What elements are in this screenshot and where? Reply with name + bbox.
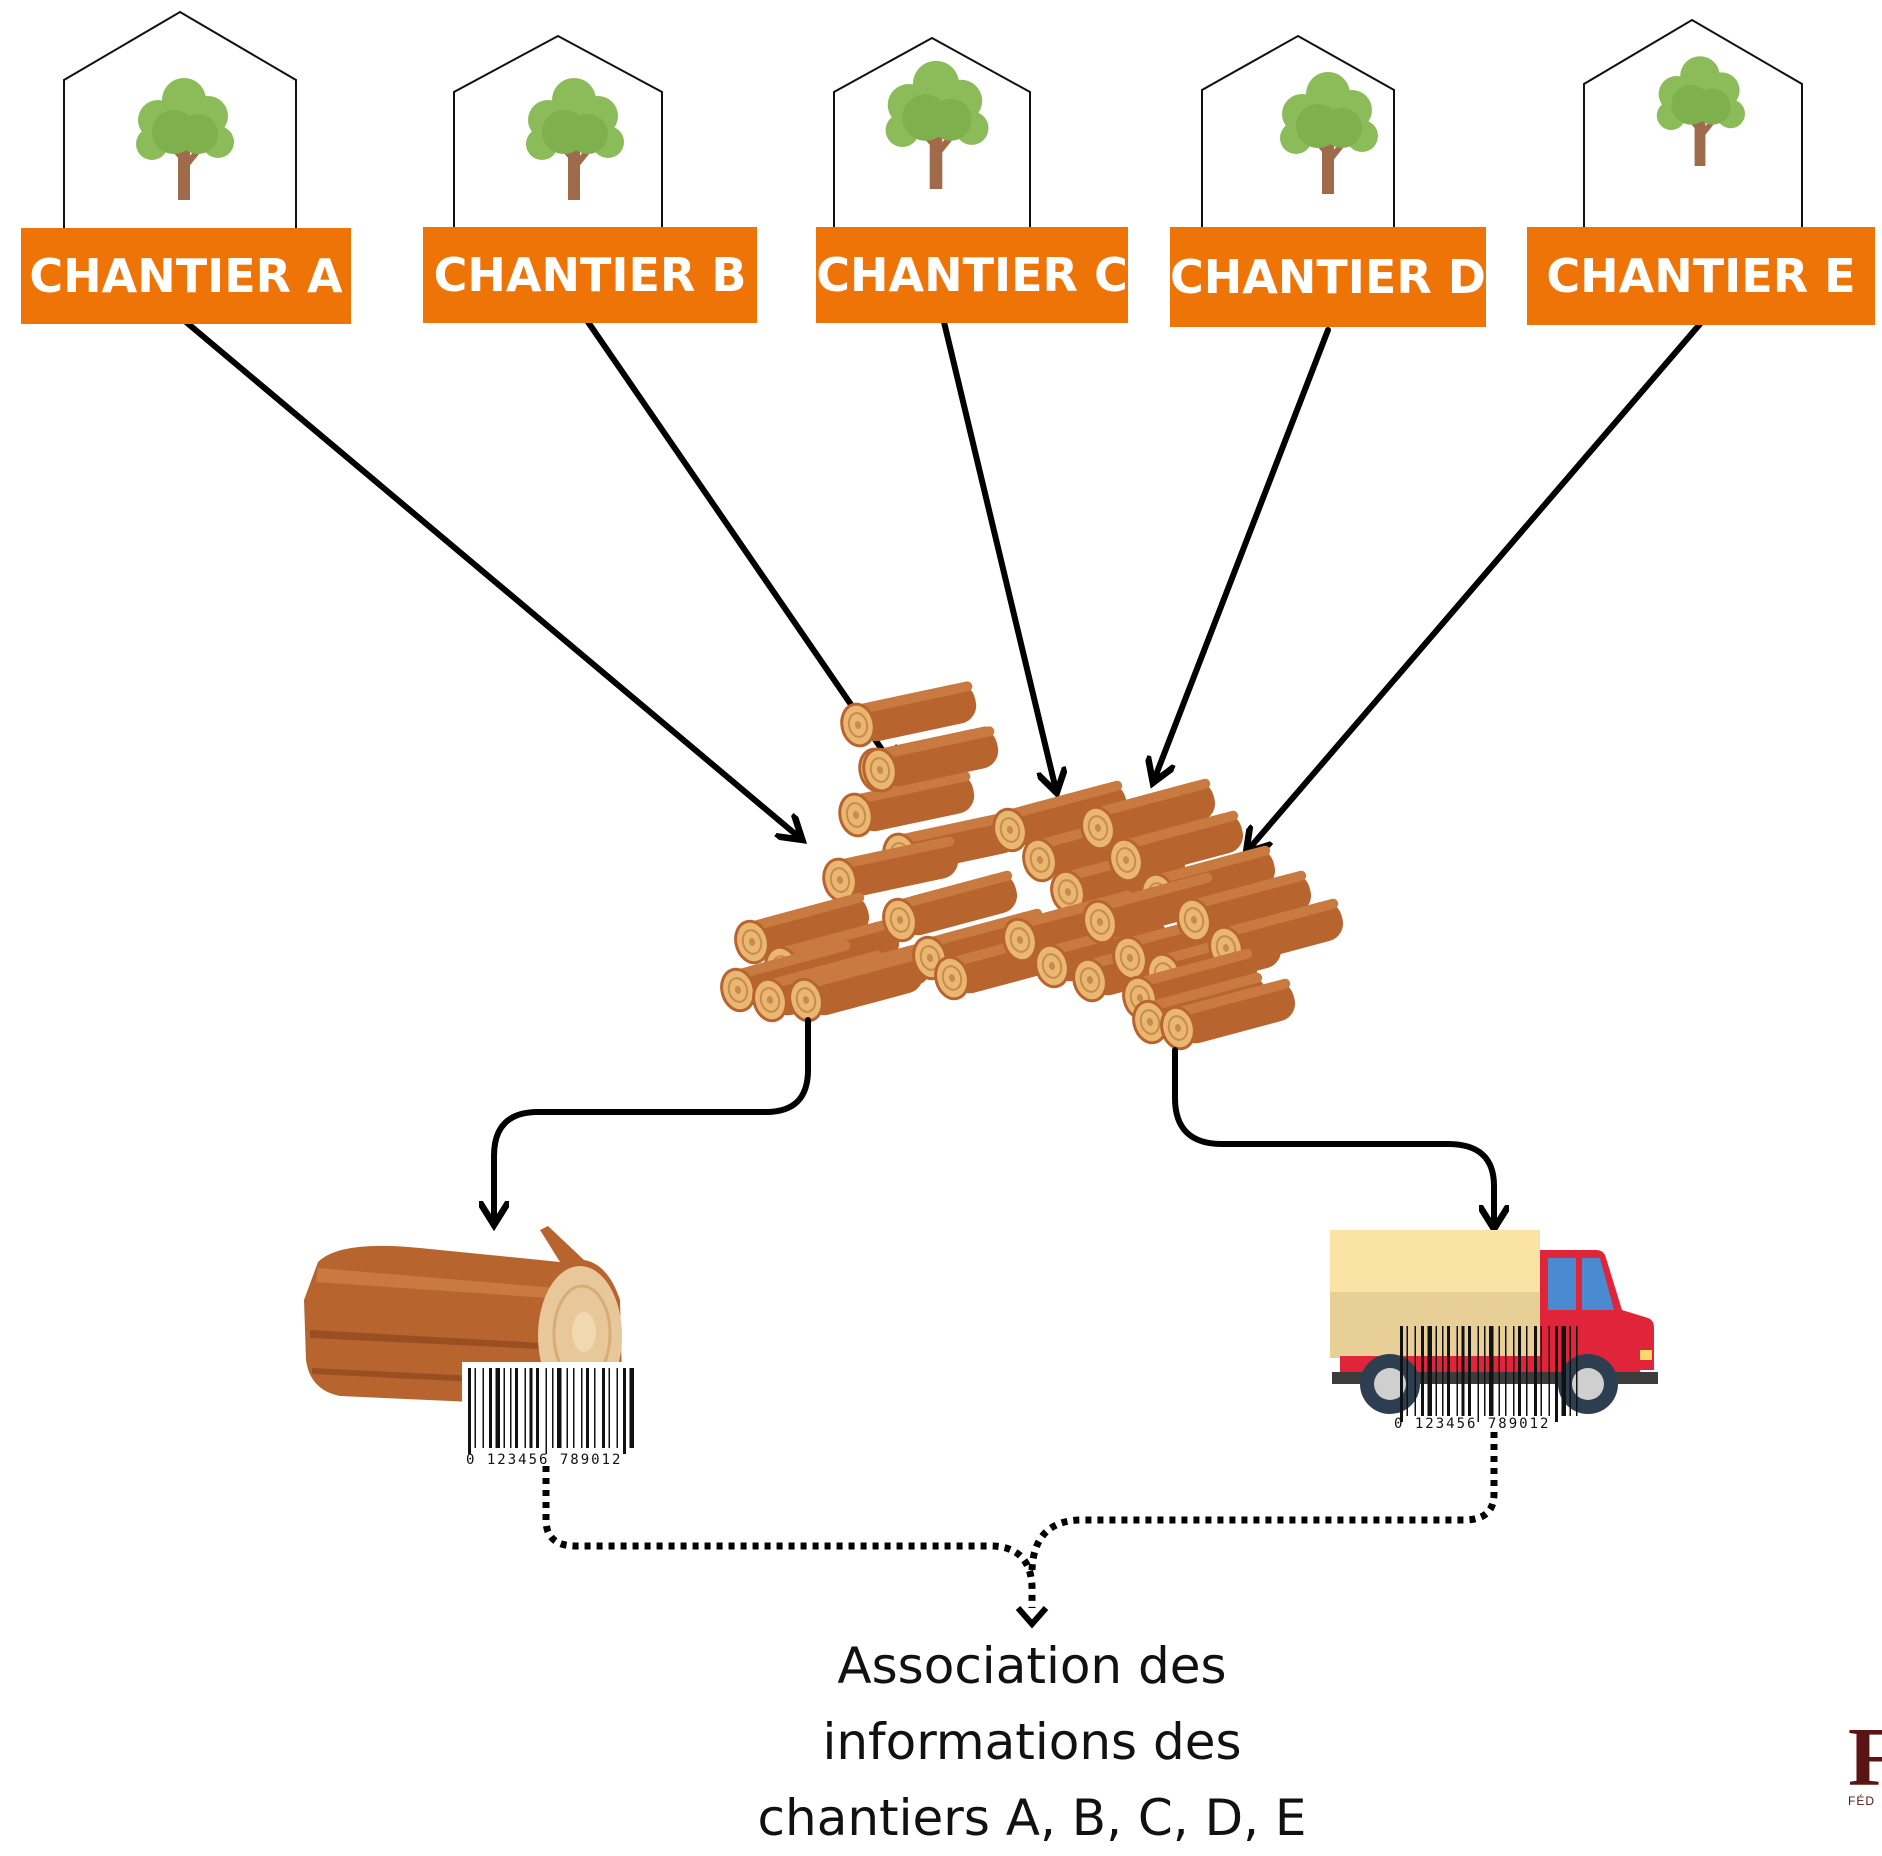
dotted-arrow-from-truck: [1028, 1432, 1498, 1571]
barcode-bar: [552, 1368, 554, 1448]
barcode-bar: [1456, 1326, 1458, 1416]
site-label-c: CHANTIER C: [816, 227, 1128, 323]
barcode-bar: [1569, 1326, 1571, 1416]
barcode-bar: [1421, 1326, 1424, 1416]
caption-line-3: chantiers A, B, C, D, E: [757, 1789, 1307, 1847]
barcode-bar: [1442, 1326, 1444, 1416]
truck-image: [1330, 1230, 1658, 1414]
log-barcode-digits: 0 123456 789012: [466, 1452, 622, 1468]
barcode-bar: [1406, 1326, 1408, 1416]
barcode-bar: [1498, 1326, 1500, 1416]
site-label-a: CHANTIER A: [21, 228, 351, 324]
barcode-bar: [489, 1368, 492, 1448]
arrow-pile-to-log: [494, 1017, 811, 1222]
barcode-bar: [1477, 1326, 1479, 1422]
caption-line-1: Association des: [837, 1637, 1227, 1695]
barcode-bar: [524, 1368, 526, 1448]
barcode-bar: [602, 1368, 605, 1448]
log-barcode: 0 123456 789012: [462, 1362, 644, 1468]
barcode-bar: [529, 1368, 533, 1448]
split-arrows: [494, 1017, 1494, 1226]
barcode-bar: [1484, 1326, 1486, 1416]
arrow-d-to-pile: [1154, 327, 1331, 780]
barcode-bar: [474, 1368, 476, 1448]
site-label-e: CHANTIER E: [1527, 227, 1875, 325]
logo-letter: F: [1848, 1722, 1882, 1804]
barcode-bar: [616, 1368, 618, 1448]
barcode-bar: [1534, 1326, 1537, 1416]
barcode-bar: [482, 1368, 484, 1448]
barcode-bar: [1513, 1326, 1515, 1416]
barcode-bar: [1548, 1326, 1550, 1416]
barcode-bar: [536, 1368, 539, 1448]
arrow-pile-to-truck: [1172, 1047, 1494, 1226]
barcode-bar: [1526, 1326, 1528, 1416]
barcode-bar: [1414, 1326, 1416, 1416]
barcode-bar: [1461, 1326, 1465, 1416]
barcode-bar: [1468, 1326, 1471, 1416]
barcode-bar: [1400, 1326, 1403, 1422]
barcode-bar: [566, 1368, 568, 1448]
dotted-arrow-from-log: [542, 1466, 1036, 1608]
barcode-bar: [1505, 1326, 1507, 1416]
arrow-e-to-pile: [1248, 321, 1703, 850]
barcode-bar: [1427, 1326, 1432, 1416]
site-arrows: [183, 319, 1703, 850]
truck-barcode-digits: 0 123456 789012: [1394, 1416, 1550, 1432]
barcode-bar: [608, 1368, 610, 1448]
federation-logo: F FÉD: [1848, 1722, 1882, 1812]
arrow-b-to-pile: [585, 319, 896, 770]
barcode-bar: [515, 1368, 518, 1448]
barcode-bar: [545, 1368, 547, 1454]
barcode-bar: [581, 1368, 583, 1448]
barcode-bar: [510, 1368, 512, 1448]
merge-arrows: [542, 1432, 1498, 1608]
barcode-bar: [1555, 1326, 1558, 1422]
barcode-bar: [1576, 1326, 1578, 1416]
association-caption: Association des informations des chantie…: [682, 1628, 1382, 1856]
barcode-bar: [623, 1368, 626, 1454]
site-label-b: CHANTIER B: [423, 227, 757, 323]
barcode-bar: [1540, 1326, 1542, 1416]
barcode-bar: [503, 1368, 505, 1448]
barcode-bar: [495, 1368, 500, 1448]
barcode-bar: [573, 1368, 575, 1448]
barcode-bar: [1518, 1326, 1521, 1416]
logo-subtext: FÉD: [1848, 1794, 1875, 1808]
wood-pile-image: [715, 678, 1349, 1054]
caption-line-2: informations des: [822, 1713, 1242, 1771]
arrow-a-to-pile: [183, 319, 800, 838]
barcode-bar: [468, 1368, 471, 1454]
truck-barcode: 0 123456 789012: [1394, 1326, 1578, 1432]
arrow-c-to-pile: [941, 319, 1056, 790]
barcode-bar: [1435, 1326, 1437, 1416]
barcode-bar: [586, 1368, 589, 1448]
barcode-bar: [629, 1368, 634, 1448]
barcode-bar: [1489, 1326, 1494, 1416]
caption-arrowhead-icon: [1015, 1606, 1049, 1629]
barcode-bar: [594, 1368, 596, 1448]
barcode-bar: [1561, 1326, 1566, 1416]
barcode-bar: [557, 1368, 562, 1448]
barcode-bar: [1447, 1326, 1450, 1416]
site-label-d: CHANTIER D: [1170, 227, 1486, 327]
